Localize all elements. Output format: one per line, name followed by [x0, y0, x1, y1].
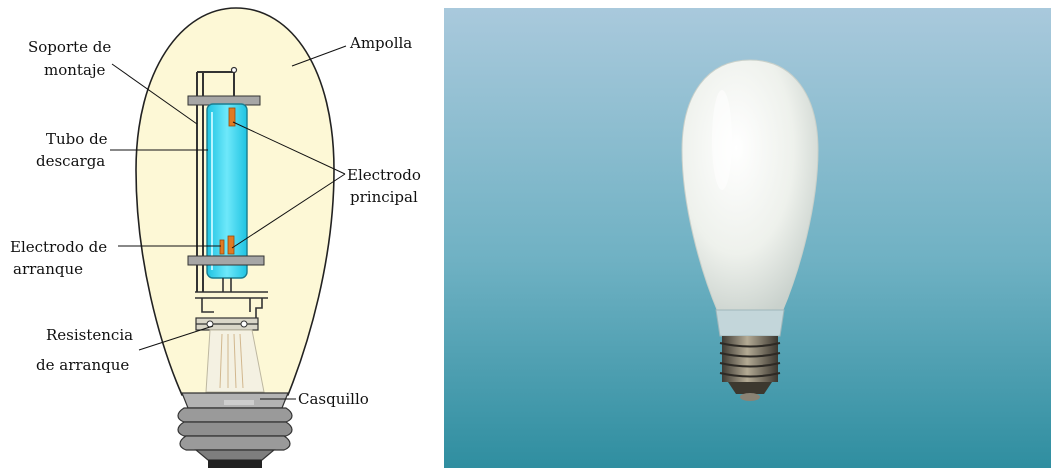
lamp-photo: [444, 8, 1051, 468]
label-soporte-line2: montaje: [44, 61, 106, 79]
bottom-clamp-plate: [187, 255, 265, 266]
mounting-support: [196, 71, 235, 292]
photo-bulb-neck: [715, 309, 785, 337]
leader-lines: [110, 45, 347, 400]
top-support-ring: [230, 66, 238, 74]
label-casquillo: Casquillo: [298, 390, 369, 408]
lower-frame: [195, 291, 268, 318]
label-resistencia-line1: Resistencia: [46, 326, 133, 344]
label-resistencia-line2: de arranque: [36, 356, 129, 374]
main-electrode-bottom: [227, 235, 235, 255]
label-electrodo-principal-line1: Electrodo: [347, 166, 421, 184]
label-ampolla: Ampolla: [349, 34, 412, 52]
label-electrodo-principal-line2: principal: [350, 188, 418, 206]
label-electrodo-arranque-line2: arranque: [13, 260, 83, 278]
screw-base: [177, 392, 293, 468]
label-tubo-line1: Tubo de: [46, 130, 108, 148]
label-tubo-line2: descarga: [36, 152, 105, 170]
lamp-diagram: Soporte de montaje Ampolla Tubo de desca…: [10, 7, 421, 468]
label-soporte-line1: Soporte de: [28, 38, 111, 56]
label-electrodo-arranque-line1: Electrodo de: [10, 238, 107, 256]
photo-screw-base: [719, 336, 781, 401]
starting-electrode: [219, 239, 225, 255]
main-electrode-top: [228, 107, 236, 127]
lead-wires: [222, 278, 232, 292]
discharge-tube: [206, 103, 248, 279]
